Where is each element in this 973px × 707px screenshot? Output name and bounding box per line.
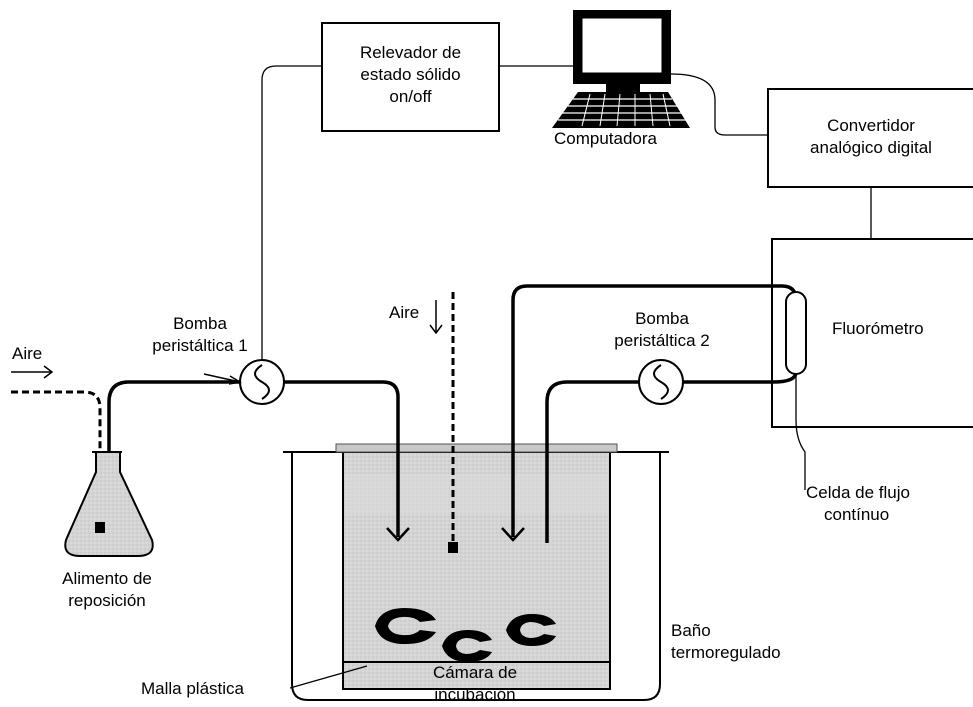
flow-cell-label-line-2: contínuo [824, 505, 890, 524]
flow-cell-label-line-1: Celda de flujo [806, 483, 910, 502]
relay-label-line-2: estado sólido [360, 65, 461, 84]
pump1-label-line-1: Bomba [173, 314, 227, 333]
pump2-label-line-1: Bomba [635, 309, 689, 328]
converter-label-line-2: analógico digital [810, 138, 932, 157]
pump-2 [638, 359, 684, 405]
pump2-label: Bomba peristáltica 2 [596, 308, 728, 352]
bath-label-line-1: Baño [671, 621, 711, 640]
air-center-arrow [429, 300, 443, 335]
computer-label: Computadora [554, 129, 658, 148]
pump1-label-line-2: peristáltica 1 [152, 336, 248, 355]
flow-cell [785, 291, 807, 375]
bath-label-line-2: termoregulado [671, 643, 781, 662]
relay-label-line-1: Relevador de [359, 43, 462, 62]
air-center-label: Aire [389, 303, 420, 322]
converter-label: Convertidor analógico digital [768, 115, 973, 159]
feed-label: Alimento de reposición [22, 568, 192, 612]
relay-label: Relevador de estado sólido on/off [322, 42, 499, 108]
chamber-label-line-2: incubación [434, 685, 516, 704]
pump1-label: Bomba peristáltica 1 [134, 313, 266, 357]
air-left-arrow [11, 365, 54, 379]
mesh-pointer [289, 665, 368, 689]
pump1-label-arrow [203, 373, 243, 385]
converter-label-line-1: Convertidor [827, 116, 915, 135]
chamber-label-line-1: Cámara de [432, 663, 518, 682]
converter-box [767, 88, 973, 188]
pump2-label-line-2: peristáltica 2 [614, 331, 710, 350]
pump-1 [239, 359, 285, 405]
fluorometer-label: Fluorómetro [832, 319, 924, 338]
feed-label-line-2: reposición [68, 591, 146, 610]
signal-wires [261, 65, 872, 490]
relay-box [321, 22, 500, 132]
relay-label-line-3: on/off [389, 87, 432, 106]
inflow-arrowheads [386, 527, 525, 542]
chamber-label: Cámara de incubación [380, 662, 570, 706]
bath-label: Baño termoregulado [671, 620, 781, 664]
feed-flask [64, 451, 154, 557]
specimens [375, 608, 556, 662]
feed-label-line-1: Alimento de [62, 569, 152, 588]
air-left-label: Aire [12, 344, 43, 363]
mesh-label: Malla plástica [141, 679, 244, 698]
flow-cell-label: Celda de flujo contínuo [806, 482, 910, 526]
computer-icon [552, 10, 690, 128]
